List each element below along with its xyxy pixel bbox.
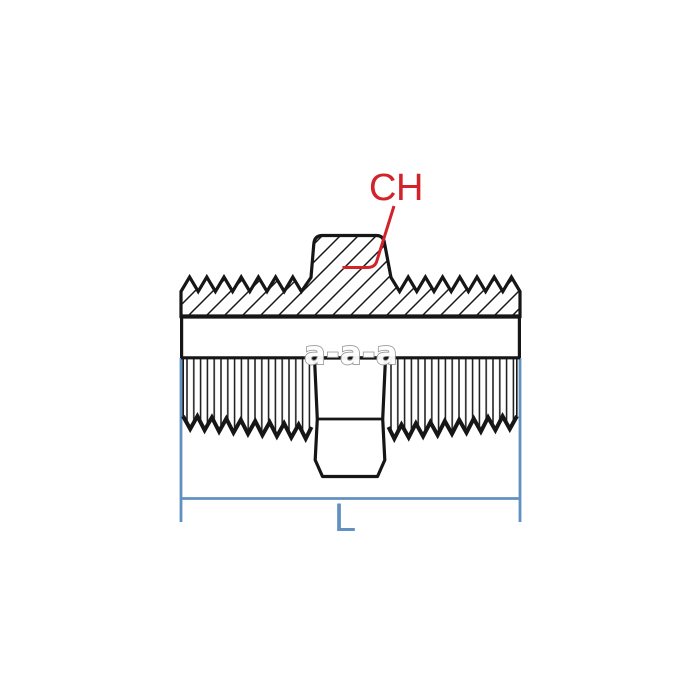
section-hatched-body xyxy=(179,233,522,319)
brand-watermark: a-a-a xyxy=(304,334,398,372)
hex-nut-outline xyxy=(312,356,388,479)
ch-callout-label: CH xyxy=(369,167,423,209)
right-thread-root-zigzag xyxy=(386,411,519,444)
l-dimension-label: L xyxy=(334,496,356,540)
ch-leader-line xyxy=(342,205,396,269)
left-thread-fill xyxy=(183,359,312,439)
right-thread-fill xyxy=(388,359,517,439)
left-thread-root-zigzag xyxy=(181,411,314,444)
